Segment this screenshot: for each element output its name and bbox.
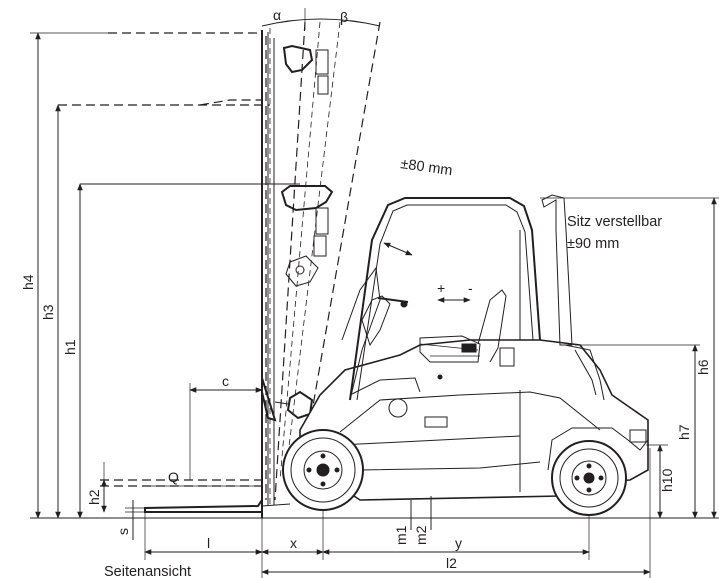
label-h4: h4: [20, 274, 36, 290]
label-h7: h7: [676, 424, 692, 440]
label-l2: l2: [446, 555, 457, 571]
label-h2: h2: [86, 489, 102, 505]
tilt-range-note: ±80 mm: [399, 156, 453, 179]
fork-carriage-bottom: [100, 377, 314, 513]
fork-carriage-top: [58, 32, 329, 106]
label-beta: β: [340, 9, 348, 25]
fork-carriage-middle: [80, 183, 334, 287]
mast-tilt-back: [274, 21, 306, 501]
seat: [419, 335, 481, 363]
label-x: x: [290, 535, 297, 551]
label-h10: h10: [659, 468, 675, 492]
label-h1: h1: [62, 339, 78, 355]
label-y: y: [455, 535, 462, 551]
label-h3: h3: [40, 304, 56, 320]
label-s: s: [115, 528, 131, 535]
label-l: l: [207, 535, 210, 551]
svg-text:-: -: [468, 280, 473, 296]
mast-tilt-forward: [299, 21, 381, 481]
exhaust-pipe: [541, 194, 573, 346]
label-h6: h6: [695, 359, 711, 375]
label-q: Q: [168, 469, 179, 485]
svg-text:+: +: [437, 280, 445, 296]
backrest-adjust-arrow: [383, 242, 413, 256]
view-caption: Seitenansicht: [104, 564, 191, 578]
overhead-guard: [341, 194, 573, 401]
operator-area: [361, 289, 515, 367]
front-wheel: [282, 429, 364, 511]
label-alpha: α: [273, 7, 281, 23]
tilt-angle-arc: [261, 18, 381, 27]
label-c: c: [222, 373, 229, 389]
fork: [144, 496, 263, 513]
seat-note-line2: ±90 mm: [567, 236, 619, 252]
label-m2: m2: [413, 525, 429, 545]
label-m1: m1: [393, 525, 409, 545]
seat-note-line1: Sitz verstellbar: [567, 214, 662, 230]
rear-wheel: [551, 440, 627, 516]
